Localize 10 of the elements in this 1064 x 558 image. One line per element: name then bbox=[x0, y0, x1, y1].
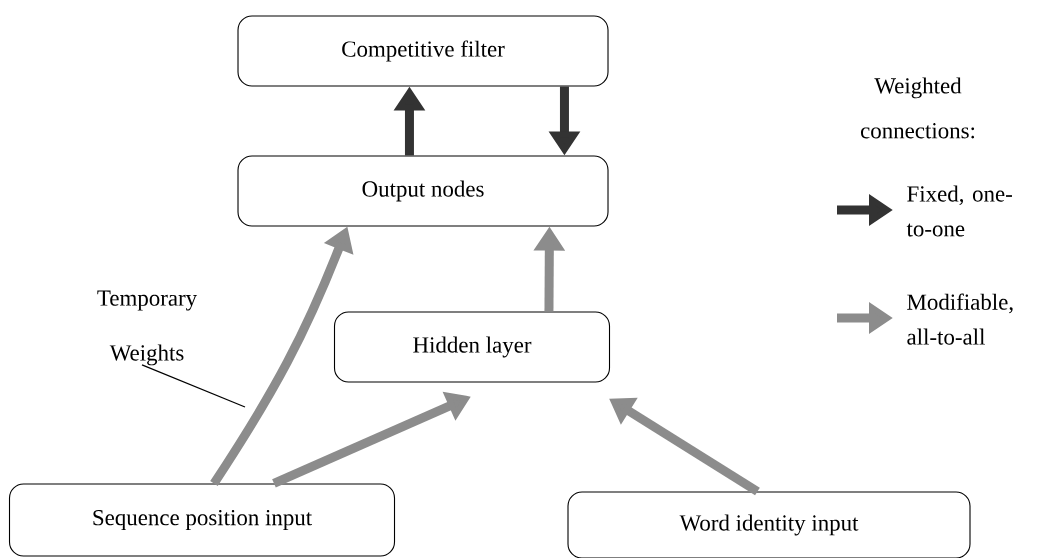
process-box: Hidden layer bbox=[333, 311, 611, 383]
process-box: Competitive filter bbox=[237, 15, 609, 87]
process-box: Output nodes bbox=[237, 155, 609, 227]
annotation-text: Temporary Weights bbox=[97, 290, 198, 366]
process-box: Word identity input bbox=[567, 491, 971, 558]
legend-text: Fixed, one-to-one bbox=[906, 185, 1012, 237]
legend-heading: Weighted connections: bbox=[860, 77, 975, 139]
process-box: Sequence position input bbox=[8, 483, 396, 557]
leader-line bbox=[141, 364, 246, 408]
legend-text: Modifiable, all-to-all bbox=[907, 293, 1013, 345]
